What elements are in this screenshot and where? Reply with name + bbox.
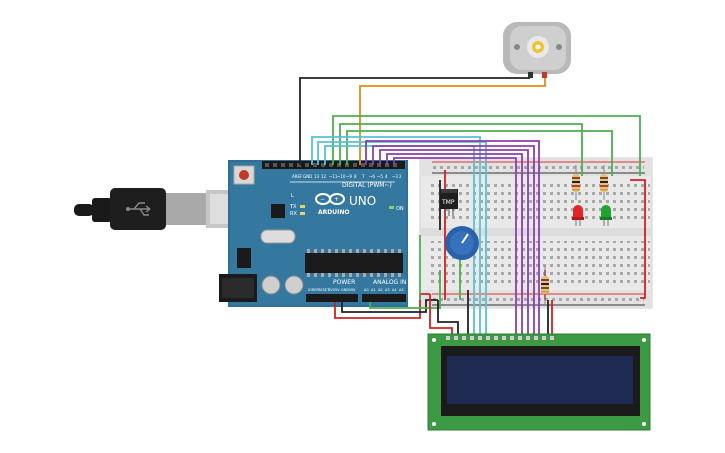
- svg-text:~6: ~6: [369, 174, 375, 179]
- resistor-lcd[interactable]: [541, 265, 549, 305]
- on-label: ON: [396, 206, 404, 212]
- svg-text:7: 7: [362, 174, 365, 179]
- tx-label: TX: [289, 204, 297, 210]
- atmega-chip: [305, 249, 403, 277]
- arduino-logo: − +: [315, 193, 345, 205]
- svg-text:12: 12: [321, 174, 327, 179]
- usb-cable[interactable]: [74, 188, 252, 230]
- svg-text:13: 13: [314, 174, 320, 179]
- brand-text: ARDUINO: [318, 209, 349, 216]
- svg-text:~10: ~10: [337, 174, 346, 179]
- analog-header[interactable]: [362, 294, 406, 302]
- svg-text:AREF: AREF: [292, 174, 303, 179]
- svg-text:8: 8: [354, 174, 357, 179]
- voltage-regulator: [237, 248, 251, 268]
- l-led-label: L: [291, 193, 294, 199]
- rail-holes: [432, 165, 644, 303]
- power-label: POWER: [333, 279, 355, 286]
- rx-label: RX: [290, 211, 297, 217]
- led-green[interactable]: [600, 205, 612, 226]
- svg-text:A5: A5: [399, 288, 404, 292]
- svg-text:A0: A0: [364, 288, 369, 292]
- svg-text:3V3: 3V3: [328, 288, 335, 292]
- lcd-16x2[interactable]: [427, 333, 651, 431]
- tmp-sensor[interactable]: TMP: [440, 189, 458, 216]
- power-jack: [219, 274, 257, 302]
- breadboard-holes-top: [430, 183, 650, 223]
- svg-text:A2: A2: [378, 288, 383, 292]
- analog-label: ANALOG IN: [373, 279, 406, 286]
- reset-button[interactable]: [233, 165, 255, 185]
- usb-chip: [271, 204, 285, 218]
- svg-text:A1: A1: [371, 288, 376, 292]
- svg-text:GND: GND: [341, 288, 349, 292]
- resistor-led-red[interactable]: [572, 165, 580, 200]
- svg-text:A4: A4: [392, 288, 397, 292]
- lcd-pins: [446, 336, 554, 340]
- svg-text:+: +: [334, 196, 339, 203]
- model-text: UNO: [349, 194, 376, 208]
- svg-text:~9: ~9: [346, 174, 352, 179]
- svg-text:−: −: [320, 196, 325, 203]
- svg-text:A3: A3: [385, 288, 390, 292]
- motor-gear-icon: [532, 41, 544, 53]
- svg-text:4: 4: [385, 174, 388, 179]
- svg-text:5V: 5V: [335, 288, 340, 292]
- svg-text:~5: ~5: [377, 174, 383, 179]
- power-header[interactable]: [306, 294, 358, 302]
- tmp-label: TMP: [441, 199, 455, 206]
- lcd-screen: [447, 356, 633, 404]
- lcd-mount-holes: [432, 338, 646, 426]
- led-red[interactable]: [572, 205, 584, 226]
- resistor-led-green[interactable]: [600, 165, 608, 200]
- dc-motor[interactable]: [503, 22, 571, 78]
- svg-text:GND: GND: [303, 174, 312, 179]
- svg-text:~3: ~3: [392, 174, 398, 179]
- potentiometer[interactable]: [445, 226, 479, 260]
- digital-label: DIGITAL (PWM~): [342, 182, 392, 189]
- crystal: [260, 229, 296, 244]
- svg-text:IOREF: IOREF: [308, 288, 318, 292]
- svg-text:~11: ~11: [329, 174, 338, 179]
- svg-text:VIN: VIN: [349, 288, 355, 292]
- usb-icon: [126, 202, 151, 216]
- svg-text:RESET: RESET: [318, 288, 330, 292]
- svg-text:2: 2: [399, 174, 402, 179]
- capacitors: [261, 275, 304, 295]
